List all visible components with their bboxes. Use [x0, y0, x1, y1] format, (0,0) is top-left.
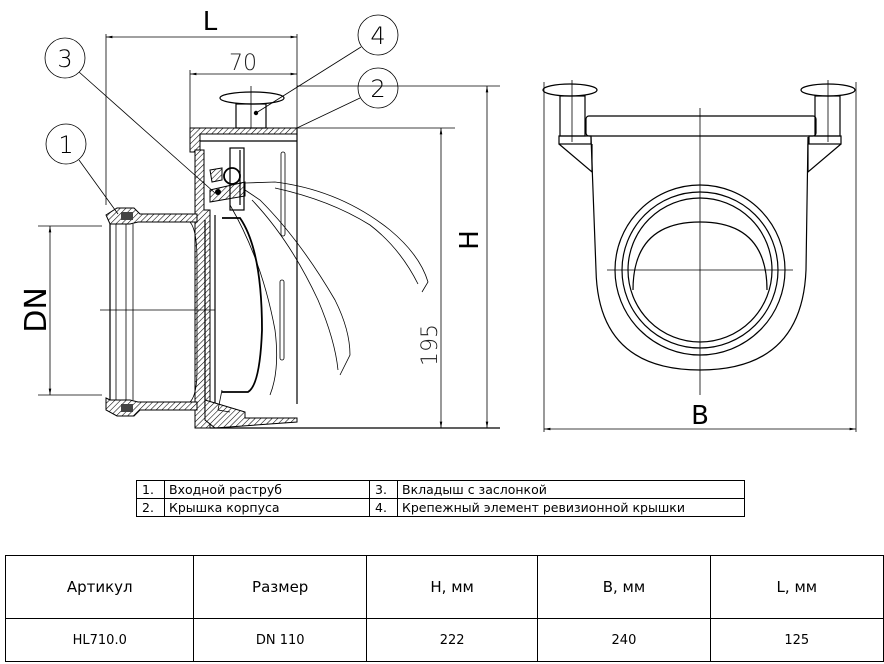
side-view: L 70: [19, 7, 500, 429]
parts-legend: 1. Входной раструб 3. Вкладыш с заслонко…: [136, 480, 745, 517]
callout-1: 1: [45, 123, 119, 215]
table-row: HL710.0 DN 110 222 240 125: [4, 618, 884, 662]
legend-num: 4.: [369, 498, 398, 517]
svg-text:1: 1: [58, 131, 73, 159]
dim-B-label: B: [691, 401, 709, 431]
callout-3: 3: [44, 37, 216, 194]
legend-label: Вкладыш с заслонкой: [397, 480, 745, 499]
dim-H-label: H: [455, 230, 485, 250]
dim-DN-label: DN: [19, 287, 54, 333]
dimension-B: B: [544, 401, 856, 431]
callout-2: 2: [296, 67, 399, 129]
dim-L-label: L: [203, 7, 218, 37]
cell-size: DN 110: [193, 618, 367, 662]
header-size: Размер: [193, 555, 367, 619]
legend-label: Крепежный элемент ревизионной крышки: [397, 498, 745, 517]
header-l: L, мм: [709, 555, 884, 619]
svg-text:4: 4: [370, 22, 385, 50]
callout-4: 4: [255, 14, 399, 114]
cell-h: 222: [365, 618, 539, 662]
legend-label: Крышка корпуса: [164, 498, 370, 517]
header-h: H, мм: [365, 555, 539, 619]
dimension-H: H: [210, 85, 500, 429]
dimension-195: 195: [418, 128, 443, 428]
header-article: Артикул: [4, 555, 195, 619]
legend-num: 1.: [136, 480, 165, 499]
front-view: B: [542, 80, 857, 432]
cell-article: HL710.0: [4, 618, 195, 662]
dim-195-label: 195: [418, 324, 443, 366]
svg-text:3: 3: [57, 45, 72, 73]
legend-label: Входной раструб: [164, 480, 370, 499]
cell-l: 125: [709, 618, 884, 662]
legend-row: 1. Входной раструб 3. Вкладыш с заслонко…: [136, 480, 745, 499]
dimension-DN: DN: [19, 225, 102, 396]
dimension-70: 70: [189, 51, 297, 130]
technical-drawing: L 70: [19, 7, 857, 432]
legend-num: 3.: [369, 480, 398, 499]
legend-num: 2.: [136, 498, 165, 517]
svg-text:2: 2: [370, 75, 385, 103]
cell-b: 240: [537, 618, 711, 662]
dimension-L: L: [105, 7, 298, 205]
dim-70-label: 70: [229, 51, 257, 76]
legend-row: 2. Крышка корпуса 4. Крепежный элемент р…: [136, 498, 745, 517]
spec-header-row: Артикул Размер H, мм B, мм L, мм: [4, 555, 884, 619]
spec-table: Артикул Размер H, мм B, мм L, мм HL710.0…: [4, 555, 884, 662]
header-b: B, мм: [537, 555, 711, 619]
